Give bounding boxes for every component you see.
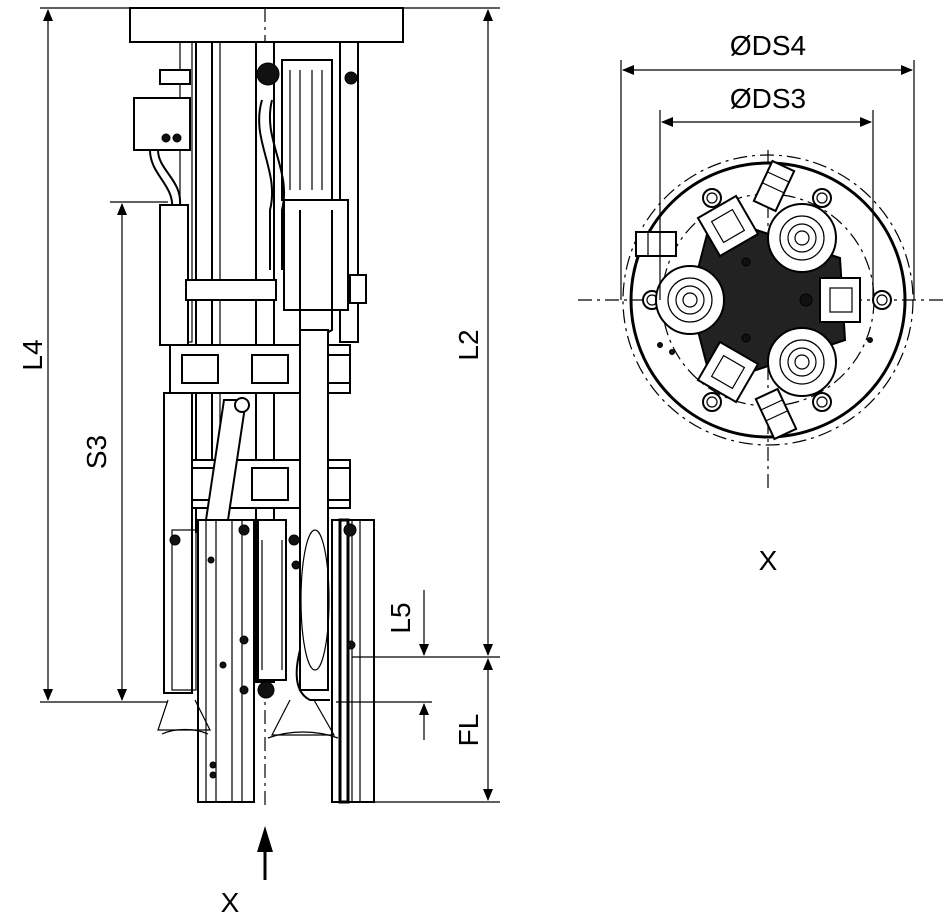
dim-fl-label: FL — [453, 714, 484, 747]
view-label: X — [759, 545, 778, 576]
dim-ds4-label: ØDS4 — [730, 30, 806, 61]
bottom-view: ØDS4 ØDS3 X — [578, 30, 945, 576]
jaw-right — [819, 277, 861, 323]
dim-l4-label: L4 — [17, 339, 48, 370]
finger-left — [197, 519, 255, 803]
valve-box — [133, 97, 191, 151]
dim-l2-label: L2 — [453, 329, 484, 360]
suction-cup-center — [271, 699, 336, 736]
jaw-lower-left — [696, 340, 760, 404]
dim-ds3-label: ØDS3 — [730, 83, 806, 114]
dim-s3-label: S3 — [81, 435, 112, 469]
dim-l5-label: L5 — [385, 602, 416, 633]
jaw-upper-left — [696, 194, 760, 258]
dimensions-side: L4 S3 L2 L5 FL X — [17, 7, 500, 918]
finger-right — [331, 519, 375, 803]
mounting-plate — [129, 7, 404, 43]
side-view — [129, 7, 404, 810]
bolt-holes — [642, 188, 892, 412]
view-arrow-label: X — [221, 887, 240, 918]
suction-cups — [655, 203, 837, 397]
